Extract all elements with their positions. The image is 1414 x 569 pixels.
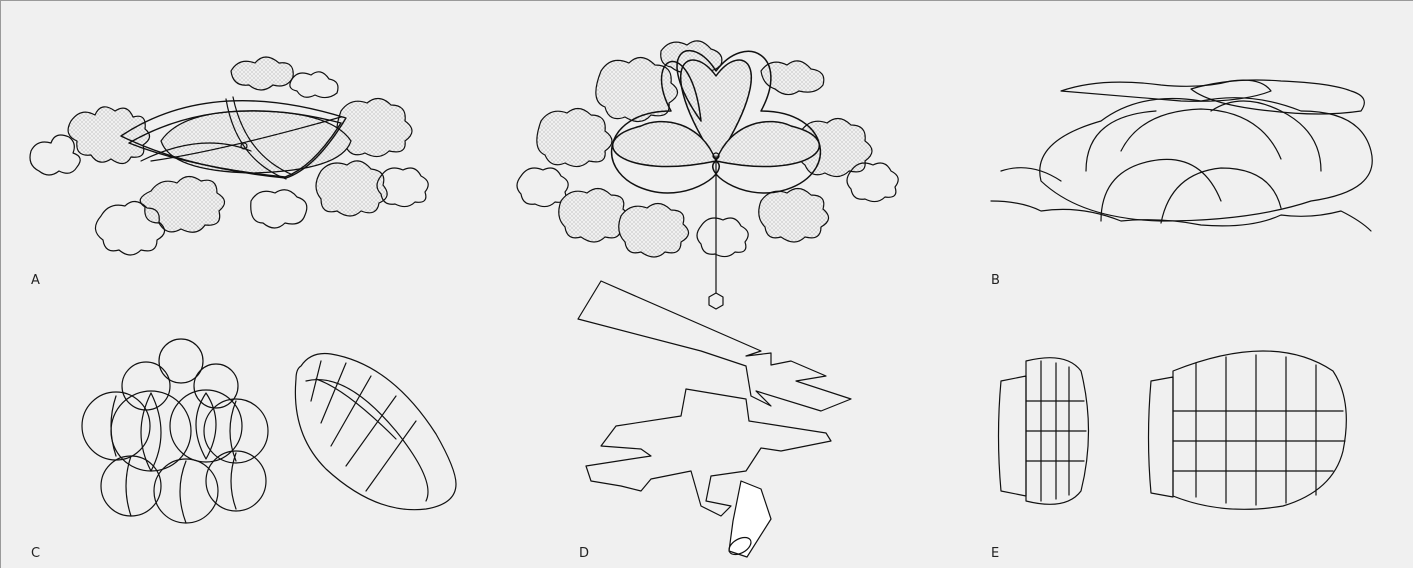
cloud-shape (595, 56, 679, 123)
cloud-shape (558, 187, 630, 243)
ring-frame (232, 96, 294, 176)
trefoil-lobe (715, 120, 821, 168)
cloud-shape (696, 217, 749, 258)
panel-label-b: B (991, 273, 1000, 288)
dome-segment (1085, 110, 1157, 172)
cloud-shape (758, 187, 830, 243)
panel-label-e: E (991, 546, 1000, 561)
cone-shape (294, 352, 457, 511)
cloud-shape (94, 200, 166, 256)
balloon-sphere (158, 338, 204, 384)
cloud-shape (336, 97, 413, 158)
cloud-shape (536, 107, 613, 168)
ring-frame (140, 142, 252, 162)
cone-inner (315, 378, 397, 440)
cloud-shape (160, 110, 352, 174)
map-outline (577, 280, 852, 412)
cloud-shape (250, 189, 308, 229)
ring-frame (128, 110, 342, 178)
balloon-sphere (169, 389, 243, 463)
dome-segment (1210, 100, 1322, 172)
cloud-shape (139, 175, 226, 233)
panel-label-c: C (31, 546, 41, 561)
cloud-shape (29, 134, 81, 176)
barrel-cap (997, 375, 1027, 497)
dome-outline (1039, 97, 1373, 222)
cloud-shape (67, 106, 151, 165)
hub (240, 142, 248, 150)
cone-rib (310, 360, 417, 492)
barrel-cap (1147, 376, 1174, 498)
panel-label-d: D (579, 546, 590, 561)
barrel-body (1025, 357, 1090, 505)
map-outline (585, 388, 832, 517)
cloud-shape (990, 200, 1372, 232)
cloud-shape (1190, 79, 1365, 115)
dome-segment (1120, 108, 1282, 160)
balloon-sphere (193, 363, 239, 409)
scope-lens (728, 536, 752, 556)
panel-e-illustration (997, 350, 1347, 510)
panel-label-a: A (31, 273, 40, 288)
barrel-rib (1025, 360, 1087, 502)
barrel-rib (1172, 354, 1346, 506)
cloud-shape (618, 202, 690, 258)
panel-a-illustration (29, 56, 429, 256)
cone-inner (305, 379, 429, 502)
dome-segment (1100, 158, 1222, 222)
cloud-shape (760, 60, 825, 96)
trefoil-ring (610, 49, 822, 194)
balloon-sphere (203, 398, 269, 464)
cloud-shape (376, 167, 429, 208)
hexagon-anchor (708, 292, 724, 310)
trefoil-lobe (611, 120, 717, 168)
balloon-sphere (121, 361, 171, 411)
panel-d-illustration (516, 40, 899, 558)
cloud-shape (289, 71, 339, 99)
panel-c-illustration (81, 338, 457, 524)
cloud-shape (797, 117, 873, 178)
dome-segment (1000, 167, 1062, 182)
cloud-shape (230, 56, 294, 91)
barrel-body (1172, 350, 1347, 510)
balloon-rib (110, 392, 237, 524)
panel-b-illustration (990, 79, 1373, 232)
dome-segment (1160, 167, 1282, 224)
cloud-shape (846, 162, 899, 203)
balloon-sphere (205, 450, 267, 512)
cloud-shape (315, 160, 388, 217)
